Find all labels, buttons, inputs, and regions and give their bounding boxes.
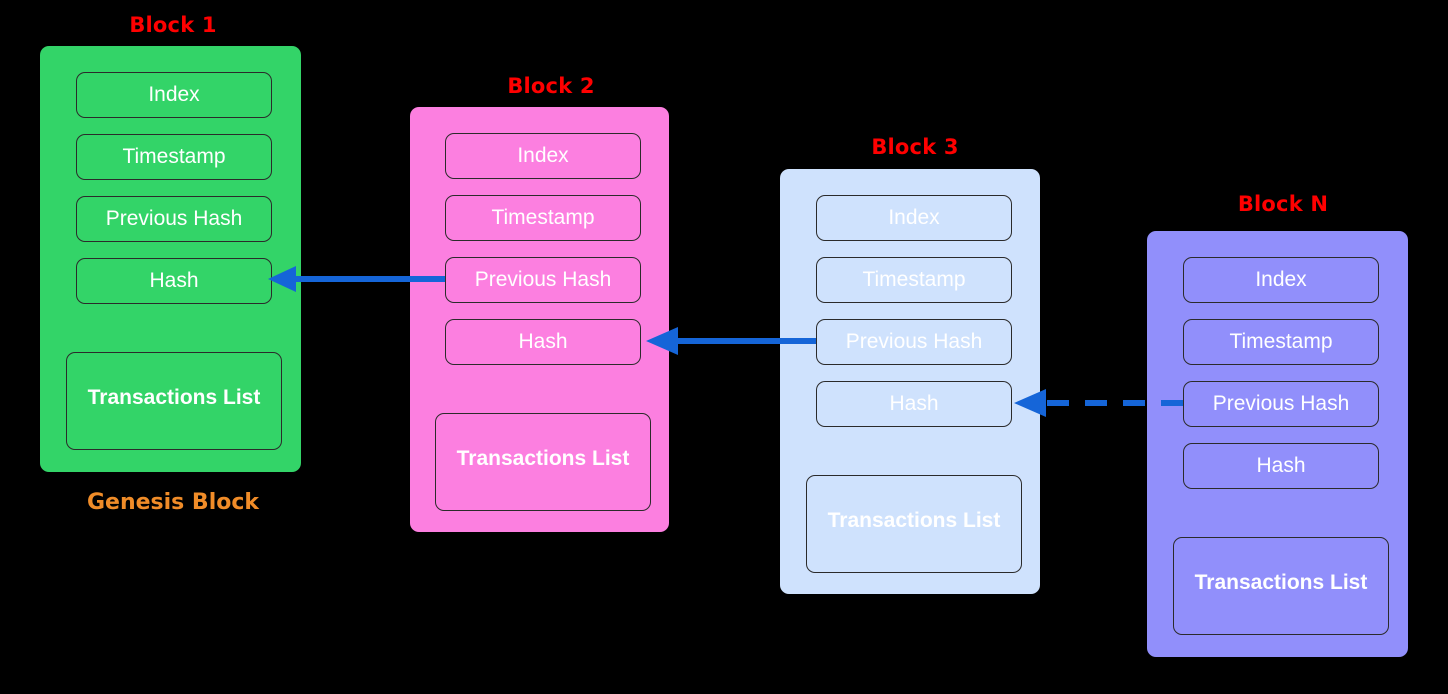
block-n-transactions-label: Transactions List [1194, 571, 1368, 594]
block-1-field-transactions-list[interactable]: Transactions List [66, 352, 282, 450]
block-2-field-timestamp[interactable]: Timestamp [445, 195, 641, 241]
block-title-2: Block 2 [507, 74, 595, 98]
block-3-field-previous-hash[interactable]: Previous Hash [816, 319, 1012, 365]
block-n-field-transactions-list[interactable]: Transactions List [1173, 537, 1389, 635]
block-3[interactable]: Index Timestamp Previous Hash Hash Trans… [780, 169, 1040, 594]
block-3-field-transactions-list[interactable]: Transactions List [806, 475, 1022, 573]
block-title-n: Block N [1237, 192, 1329, 216]
block-title-3: Block 3 [871, 135, 959, 159]
block-n-field-hash[interactable]: Hash [1183, 443, 1379, 489]
block-1-field-previous-hash[interactable]: Previous Hash [76, 196, 272, 242]
genesis-block-caption: Genesis Block [86, 490, 260, 515]
block-n-field-index[interactable]: Index [1183, 257, 1379, 303]
block-n-field-timestamp[interactable]: Timestamp [1183, 319, 1379, 365]
block-2[interactable]: Index Timestamp Previous Hash Hash Trans… [410, 107, 669, 532]
block-title-1: Block 1 [129, 13, 217, 37]
block-1-field-timestamp[interactable]: Timestamp [76, 134, 272, 180]
block-2-transactions-label: Transactions List [456, 447, 630, 470]
block-1-field-index[interactable]: Index [76, 72, 272, 118]
block-n-field-previous-hash[interactable]: Previous Hash [1183, 381, 1379, 427]
block-3-field-hash[interactable]: Hash [816, 381, 1012, 427]
block-n[interactable]: Index Timestamp Previous Hash Hash Trans… [1147, 231, 1408, 657]
block-1-field-hash[interactable]: Hash [76, 258, 272, 304]
block-3-field-index[interactable]: Index [816, 195, 1012, 241]
block-3-field-timestamp[interactable]: Timestamp [816, 257, 1012, 303]
block-2-field-index[interactable]: Index [445, 133, 641, 179]
block-2-field-hash[interactable]: Hash [445, 319, 641, 365]
block-1-transactions-label: Transactions List [87, 386, 261, 409]
block-2-field-previous-hash[interactable]: Previous Hash [445, 257, 641, 303]
block-2-field-transactions-list[interactable]: Transactions List [435, 413, 651, 511]
block-3-transactions-label: Transactions List [827, 509, 1001, 532]
block-1[interactable]: Index Timestamp Previous Hash Hash Trans… [40, 46, 301, 472]
